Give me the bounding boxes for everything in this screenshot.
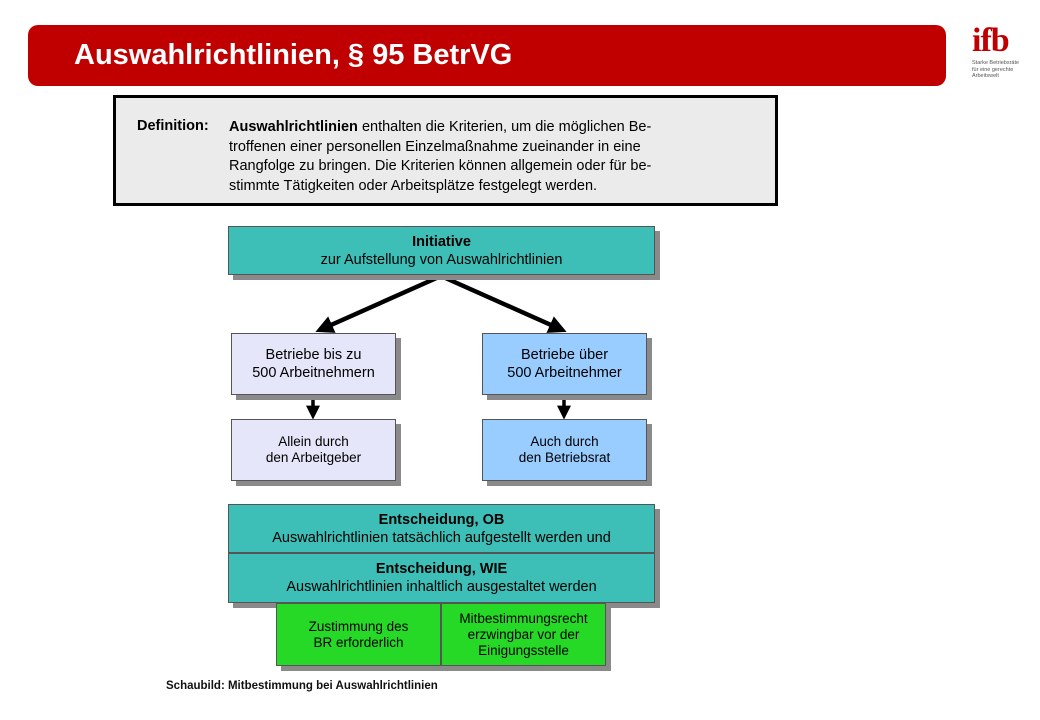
- definition-text: Auswahlrichtlinien enthalten die Kriteri…: [229, 119, 652, 194]
- decision-wie-title: Entscheidung, WIE: [375, 561, 508, 577]
- definition-label: Definition:: [137, 118, 209, 134]
- logo-mark: ifb: [972, 22, 1010, 59]
- figure-caption: Schaubild: Mitbestimmung bei Auswahlrich…: [166, 680, 438, 692]
- arrow-to-left-branch: [315, 273, 442, 333]
- title-bar: Auswahlrichtlinien, § 95 BetrVG: [28, 25, 946, 86]
- codetermination-box: Mitbestimmungsrecht erzwingbar vor der E…: [441, 603, 606, 666]
- employer-only-box: Allein durch den Arbeitgeber: [231, 419, 396, 481]
- large-company-box: Betriebe über 500 Arbeitnehmer: [482, 333, 647, 395]
- logo-tagline: Starke Betriebsräte für eine gerechte Ar…: [972, 60, 1020, 79]
- works-council-box: Auch durch den Betriebsrat: [482, 419, 647, 481]
- ifb-logo: ifb Starke Betriebsräte für eine gerecht…: [972, 24, 1028, 86]
- definition-term: Auswahlrichtlinien: [229, 119, 358, 135]
- decision-wie-box: Entscheidung, WIE Auswahlrichtlinien inh…: [228, 553, 655, 603]
- initiative-subtitle: zur Aufstellung von Auswahlrichtlinien: [320, 251, 563, 268]
- consent-box: Zustimmung des BR erforderlich: [276, 603, 441, 666]
- initiative-box: Initiative zur Aufstellung von Auswahlri…: [228, 226, 655, 275]
- decision-ob-text: Auswahlrichtlinien tatsächlich aufgestel…: [272, 529, 611, 546]
- definition-box: Definition: Auswahlrichtlinien enthalten…: [113, 95, 778, 206]
- arrow-to-right-branch: [440, 273, 567, 333]
- decision-wie-text: Auswahlrichtlinien inhaltlich ausgestalt…: [286, 579, 597, 595]
- page-title: Auswahlrichtlinien, § 95 BetrVG: [74, 39, 513, 71]
- decision-ob-title: Entscheidung, OB: [378, 511, 505, 528]
- small-company-box: Betriebe bis zu 500 Arbeitnehmern: [231, 333, 396, 395]
- decision-ob-box: Entscheidung, OB Auswahlrichtlinien tats…: [228, 504, 655, 553]
- initiative-title: Initiative: [412, 233, 471, 250]
